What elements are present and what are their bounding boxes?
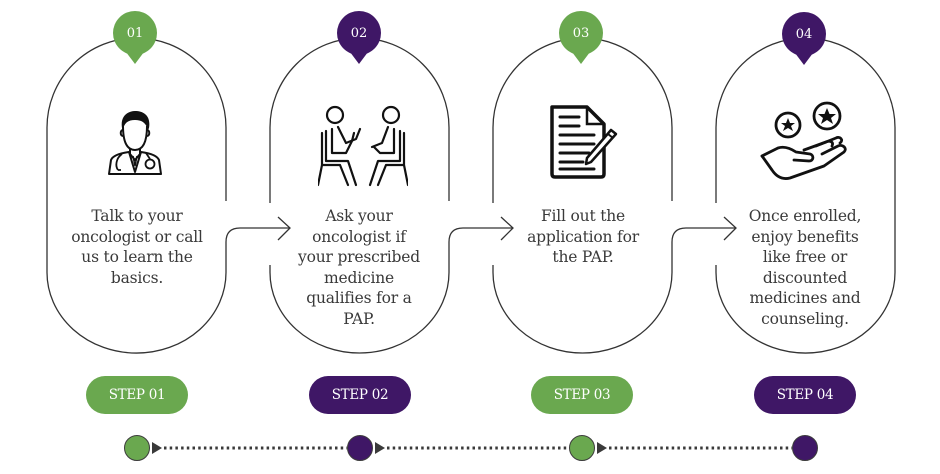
step-number-text: 03 bbox=[572, 25, 590, 41]
card-arch-bottom-2 bbox=[269, 227, 513, 354]
description-line: counseling. bbox=[761, 309, 849, 328]
step-number-text: 04 bbox=[795, 26, 813, 42]
step-04-button[interactable]: STEP 04 bbox=[754, 376, 856, 414]
connector-arrow-head-2 bbox=[500, 216, 514, 241]
step-description-04: Once enrolled, enjoy benefits like free … bbox=[730, 206, 880, 329]
step-number-badge-01: 01 bbox=[113, 11, 157, 55]
card-arch-bottom-4 bbox=[715, 265, 896, 354]
step-03-button[interactable]: STEP 03 bbox=[531, 376, 633, 414]
step-02-button[interactable]: STEP 02 bbox=[309, 376, 411, 414]
step-button-label: STEP 02 bbox=[331, 387, 389, 403]
description-line: the PAP. bbox=[552, 248, 614, 266]
timeline-dot-01 bbox=[124, 435, 150, 461]
description-line: oncologist if bbox=[312, 227, 406, 246]
description-line: discounted bbox=[762, 268, 848, 287]
timeline-dot-04 bbox=[792, 435, 818, 461]
step-01-button[interactable]: STEP 01 bbox=[86, 376, 188, 414]
description-line: Fill out the bbox=[540, 207, 625, 225]
step-description-03: Fill out the application for the PAP. bbox=[508, 206, 658, 268]
timeline-dot-03 bbox=[569, 435, 595, 461]
description-line: us to learn the bbox=[81, 248, 193, 266]
step-button-label: STEP 03 bbox=[553, 387, 611, 403]
description-line: medicines and bbox=[749, 289, 861, 307]
step-number-badge-03: 03 bbox=[559, 11, 603, 55]
description-line: Once enrolled, bbox=[748, 207, 862, 225]
step-description-01: Talk to your oncologist or call us to le… bbox=[62, 206, 212, 288]
step-number-text: 02 bbox=[350, 25, 368, 41]
timeline-arrow-icon-3 bbox=[597, 442, 607, 454]
description-line: Talk to your bbox=[91, 207, 183, 225]
connector-arrow-head-1 bbox=[277, 216, 291, 241]
timeline-dot-02 bbox=[347, 435, 373, 461]
description-line: medicine bbox=[324, 268, 394, 287]
step-number-badge-04: 04 bbox=[782, 12, 826, 56]
step-number-badge-02: 02 bbox=[337, 11, 381, 55]
application-form-icon bbox=[549, 104, 619, 184]
card-arch-bottom-3 bbox=[492, 227, 736, 354]
step-number-text: 01 bbox=[126, 25, 144, 41]
description-line: application for bbox=[527, 227, 639, 246]
description-line: basics. bbox=[110, 268, 164, 287]
card-arch-bottom-1 bbox=[46, 227, 290, 354]
description-line: enjoy benefits bbox=[751, 227, 859, 246]
step-button-label: STEP 04 bbox=[776, 387, 834, 403]
description-line: oncologist or call bbox=[71, 227, 203, 246]
description-line: your prescribed bbox=[298, 248, 420, 266]
step-button-label: STEP 01 bbox=[108, 387, 166, 403]
description-line: like free or bbox=[762, 248, 848, 266]
description-line: Ask your bbox=[325, 207, 393, 225]
timeline-arrow-icon-2 bbox=[375, 442, 385, 454]
consultation-icon bbox=[316, 103, 410, 191]
description-line: PAP. bbox=[343, 309, 375, 328]
doctor-icon bbox=[104, 108, 166, 182]
description-line: qualifies for a bbox=[306, 289, 412, 307]
timeline-arrow-icon-1 bbox=[152, 442, 162, 454]
connector-arrow-head-3 bbox=[723, 216, 737, 241]
hand-with-coins-icon bbox=[760, 100, 852, 190]
step-description-02: Ask your oncologist if your prescribed m… bbox=[284, 206, 434, 329]
